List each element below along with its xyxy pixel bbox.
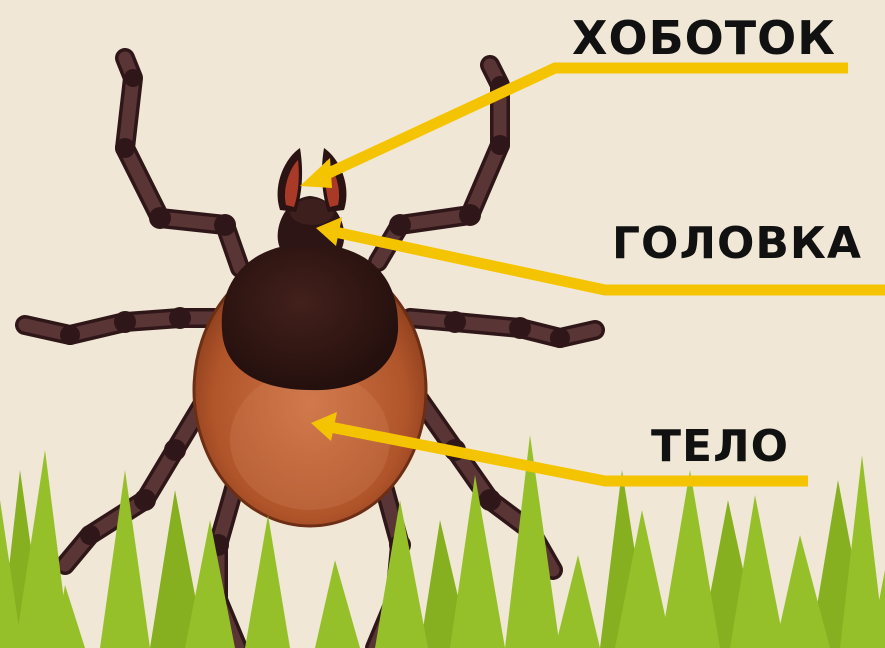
pointer-arrowhead-proboscis xyxy=(300,158,332,188)
pointer-line-proboscis xyxy=(318,68,848,178)
tick-shield xyxy=(222,244,398,390)
label-proboscis: ХОБОТОК xyxy=(572,15,836,61)
label-body: ТЕЛО xyxy=(651,425,789,469)
label-head: ГОЛОВКА xyxy=(612,222,862,266)
